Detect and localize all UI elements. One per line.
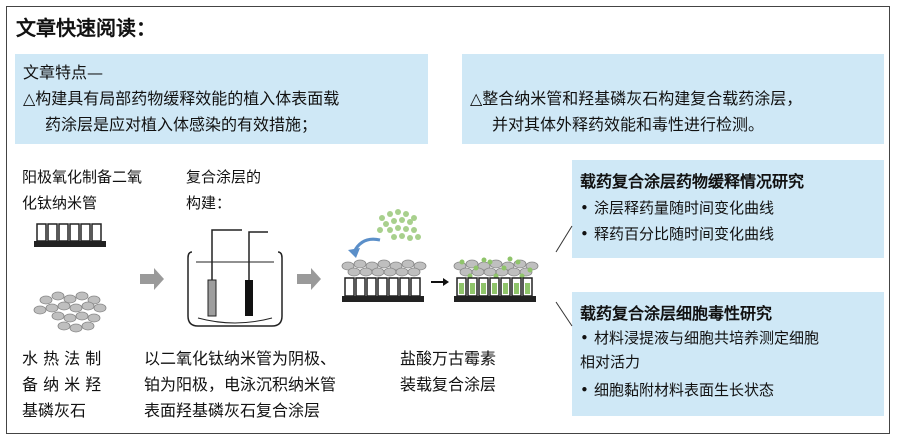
arrow-right-icon — [297, 268, 321, 290]
drug-loading-label-1: 盐酸万古霉素 — [400, 349, 497, 368]
anodize-label-2: 化钛纳米管 — [22, 194, 98, 212]
drug-loaded-coating-icon — [453, 256, 539, 302]
hydroxyapatite-particles-icon — [33, 291, 107, 333]
composite-label-1: 复合涂层的 — [186, 168, 262, 186]
toxicity-study-box: 载药复合涂层细胞毒性研究 •材料浸提液与细胞共培养测定细胞 相对活力 •细胞黏附… — [572, 292, 884, 416]
composite-label-2: 构建： — [186, 194, 232, 212]
toxicity-study-title: 载药复合涂层细胞毒性研究 — [580, 304, 773, 323]
electrophoresis-beaker-icon — [187, 229, 283, 327]
objective-line-1: △整合纳米管和羟基磷灰石构建复合载药涂层， — [470, 89, 803, 108]
page-title: 文章快速阅读： — [16, 16, 156, 40]
arrow-right-small-icon — [431, 278, 449, 286]
arrow-right-icon — [140, 268, 164, 290]
drug-particles-icon — [377, 209, 421, 241]
coated-nanotube-array-icon — [341, 259, 427, 302]
toxicity-item-1: •材料浸提液与细胞共培养测定细胞 — [580, 326, 819, 350]
electrophoresis-label-2: 铂为阳极，电泳沉积纳米管 — [144, 375, 337, 394]
features-line-2: 药涂层是应对植入体感染的有效措施； — [45, 115, 318, 134]
bullet-icon: • — [580, 225, 589, 243]
electrophoresis-label-3: 表面羟基磷灰石复合涂层 — [144, 401, 321, 420]
objective-line-2: 并对其体外释药效能和毒性进行检测。 — [492, 115, 765, 134]
release-study-title: 载药复合涂层药物缓释情况研究 — [580, 172, 805, 191]
figure-frame — [6, 6, 890, 434]
hydrothermal-label-3: 基磷灰石 — [22, 401, 87, 420]
bullet-icon: • — [580, 381, 589, 399]
hydrothermal-label-2: 备 纳 米 羟 — [22, 375, 102, 394]
release-study-box: 载药复合涂层药物缓释情况研究 •涂层释药量随时间变化曲线 •释药百分比随时间变化… — [572, 160, 884, 258]
features-line-1: △构建具有局部药物缓释效能的植入体表面载 — [23, 89, 340, 108]
release-item-2: •释药百分比随时间变化曲线 — [580, 222, 774, 246]
connector-line-upper — [555, 225, 573, 253]
drug-loading-label-2: 装载复合涂层 — [400, 375, 497, 394]
objective-box: △整合纳米管和羟基磷灰石构建复合载药涂层， 并对其体外释药效能和毒性进行检测。 — [462, 54, 884, 144]
release-item-1: •涂层释药量随时间变化曲线 — [580, 196, 774, 220]
features-heading: 文章特点— — [23, 63, 104, 82]
electrophoresis-label-1: 以二氧化钛纳米管为阴极、 — [144, 349, 337, 368]
toxicity-item-1-cont: 相对活力 — [580, 353, 641, 371]
curved-arrow-icon — [348, 237, 381, 258]
toxicity-item-2: •细胞黏附材料表面生长状态 — [580, 378, 774, 402]
hydrothermal-label-1: 水 热 法 制 — [22, 349, 102, 368]
nanotube-array-icon — [34, 223, 106, 247]
bullet-icon: • — [580, 329, 589, 347]
features-box: 文章特点— △构建具有局部药物缓释效能的植入体表面载 药涂层是应对植入体感染的有… — [15, 54, 428, 144]
bullet-icon: • — [580, 199, 589, 217]
anodize-label-1: 阳极氧化制备二氧 — [22, 168, 143, 186]
connector-line-lower — [555, 301, 573, 327]
